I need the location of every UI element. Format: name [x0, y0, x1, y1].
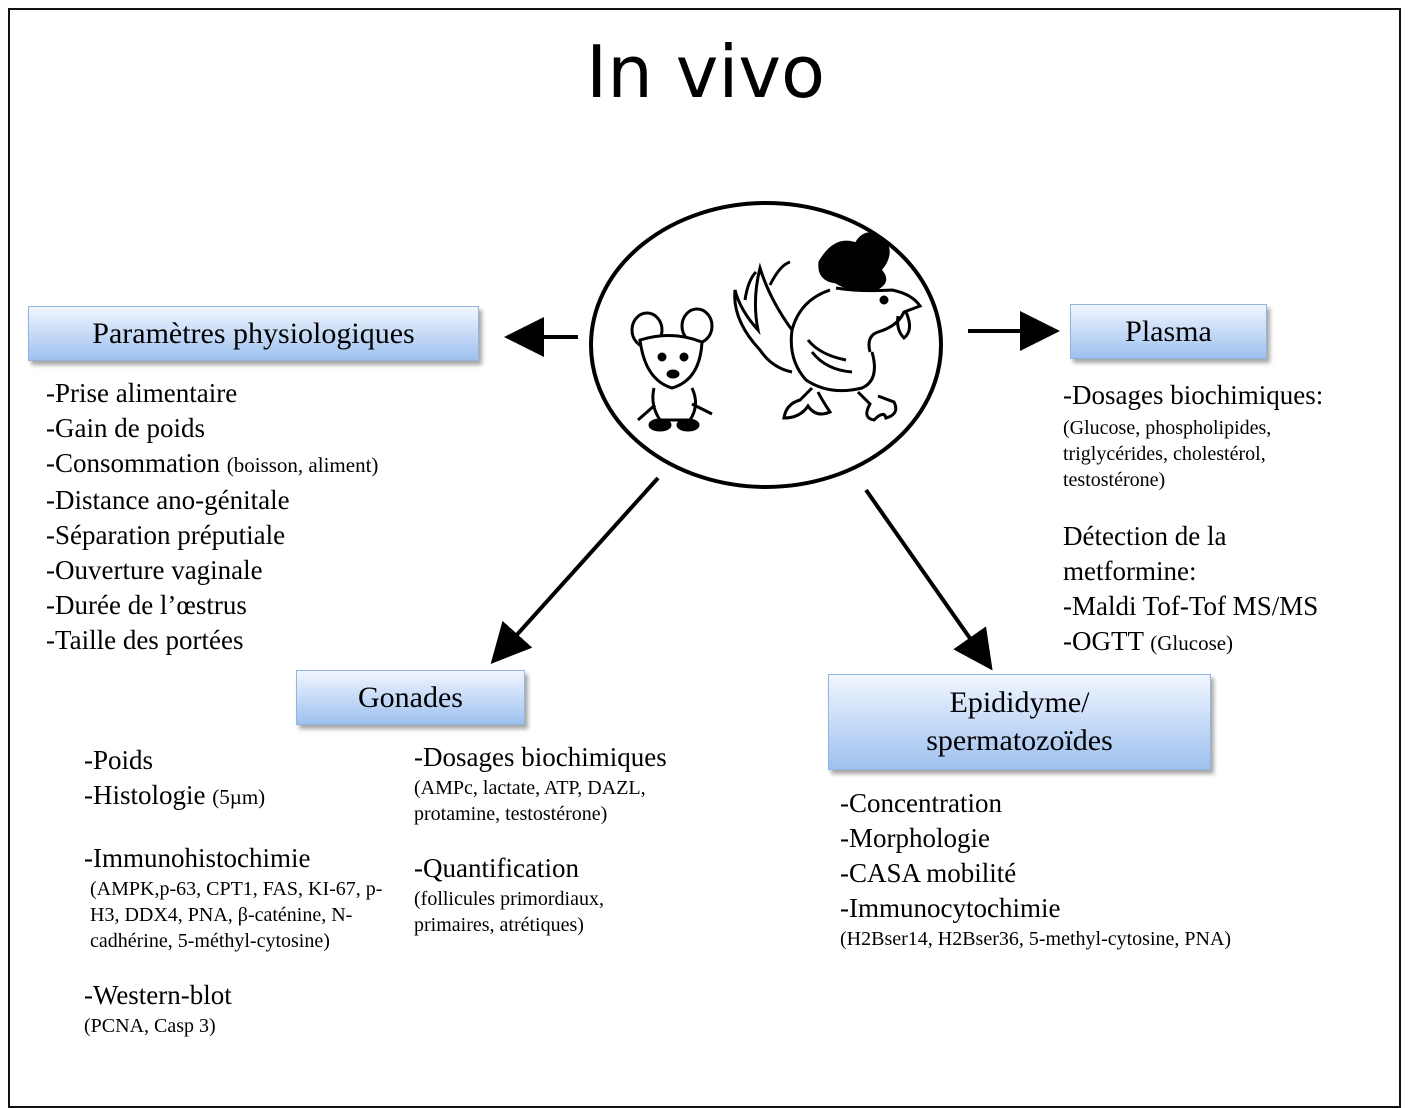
plasma-dosages-title: -Dosages biochimiques:	[1063, 380, 1324, 410]
box-plasma-label: Plasma	[1125, 314, 1212, 348]
gonades-western-title: -Western-blot	[84, 980, 232, 1010]
physio-item: -Séparation préputiale	[46, 520, 286, 550]
gonades-dosages-detail: (AMPc, lactate, ATP, DAZL, protamine, te…	[414, 777, 646, 825]
box-parametres-physiologiques-label: Paramètres physiologiques	[92, 316, 415, 350]
box-gonades: Gonades	[296, 670, 525, 725]
epididyme-item: -CASA mobilité	[840, 858, 1017, 888]
physio-item: -Ouverture vaginale	[46, 555, 263, 585]
physio-item-note: (boisson, aliment)	[226, 453, 379, 477]
physio-item: -Gain de poids	[46, 413, 205, 443]
physio-item: -Prise alimentaire	[46, 378, 238, 408]
arrow-down-left	[490, 476, 660, 664]
plasma-detection-line1: Détection de la	[1063, 521, 1227, 551]
gonades-quant-title: -Quantification	[414, 853, 579, 883]
epididyme-section: -Concentration -Morphologie -CASA mobili…	[840, 786, 1280, 952]
gonades-left: -Poids -Histologie (5µm) -Immunohistochi…	[84, 743, 384, 1039]
rooster-icon	[733, 232, 923, 422]
epididyme-item: -Concentration	[840, 788, 1002, 818]
gonades-right: -Dosages biochimiques (AMPc, lactate, AT…	[414, 740, 714, 938]
arrow-down-right	[864, 488, 993, 671]
physio-item: -Durée de l’œstrus	[46, 590, 247, 620]
gonades-immuno-title: -Immunohistochimie	[84, 843, 311, 873]
plasma-maldi: -Maldi Tof-Tof MS/MS	[1063, 591, 1319, 621]
mouse-icon	[630, 307, 714, 432]
physio-item: -Consommation (boisson, aliment)	[46, 448, 379, 478]
box-epididyme: Epididyme/ spermatozoïdes	[828, 674, 1211, 770]
gonades-histologie: -Histologie (5µm)	[84, 780, 266, 810]
epididyme-item: -Morphologie	[840, 823, 990, 853]
physio-item: -Taille des portées	[46, 625, 244, 655]
plasma-dosages-detail: (Glucose, phospholipides, triglycérides,…	[1063, 417, 1272, 491]
gonades-poids: -Poids	[84, 745, 154, 775]
gonades-quant-detail: (follicules primordiaux, primaires, atré…	[414, 888, 604, 936]
box-epididyme-label: Epididyme/ spermatozoïdes	[926, 686, 1113, 757]
gonades-western-detail: (PCNA, Casp 3)	[84, 1015, 216, 1037]
page-title: In vivo	[585, 30, 826, 114]
plasma-ogtt: -OGTT (Glucose)	[1063, 626, 1234, 656]
box-plasma: Plasma	[1070, 304, 1267, 359]
gonades-dosages-title: -Dosages biochimiques	[414, 742, 667, 772]
plasma-detection-line2: metformine:	[1063, 556, 1197, 586]
box-gonades-label: Gonades	[358, 680, 463, 714]
epididyme-immuno-detail: (H2Bser14, H2Bser36, 5-methyl-cytosine, …	[840, 928, 1232, 950]
connector-arrows	[490, 201, 1060, 671]
plasma-section: -Dosages biochimiques: (Glucose, phospho…	[1063, 378, 1383, 661]
epididyme-item: -Immunocytochimie	[840, 893, 1061, 923]
physiologiques-list: -Prise alimentaire -Gain de poids -Conso…	[46, 376, 378, 658]
box-parametres-physiologiques: Paramètres physiologiques	[28, 306, 479, 361]
gonades-immuno-detail: (AMPK,p-63, CPT1, FAS, KI-67, p-H3, DDX4…	[90, 878, 383, 952]
physio-item: -Distance ano-génitale	[46, 485, 290, 515]
